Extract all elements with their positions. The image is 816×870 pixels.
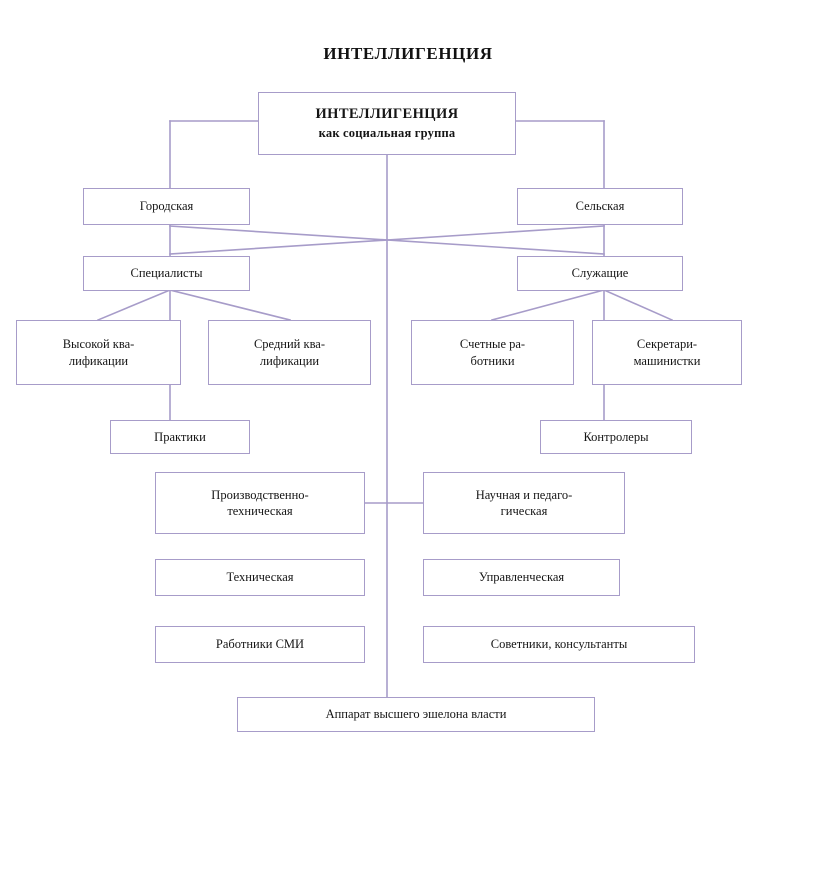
- node-practitioners: Практики: [110, 420, 250, 454]
- node-secretary-typists: Секретари- машинистки: [592, 320, 742, 385]
- node-root-line2: как социальная группа: [318, 125, 456, 140]
- node-high-qualification-line1: Высокой ква-: [62, 337, 135, 351]
- node-high-qualification-line2: лификации: [68, 353, 129, 368]
- node-accounting-workers-line2: ботники: [470, 353, 515, 368]
- node-urban-label: Городская: [139, 199, 194, 214]
- node-scientific-pedagogical: Научная и педаго- гическая: [423, 472, 625, 534]
- node-clerks-label: Служащие: [571, 266, 629, 281]
- page-title: ИНТЕЛЛИГЕНЦИЯ: [323, 44, 493, 63]
- node-scientific-pedagogical-line2: гическая: [500, 504, 548, 518]
- node-root-line1: ИНТЕЛЛИГЕНЦИЯ: [315, 106, 459, 123]
- node-accounting-workers-line1: Счетные ра-: [459, 337, 526, 351]
- node-secretary-typists-line2: машинистки: [633, 353, 701, 368]
- node-advisors-consultants: Советники, консультанты: [423, 626, 695, 663]
- node-media-workers-label: Работники СМИ: [215, 637, 305, 652]
- node-production-technical-line1: Производственно-: [211, 487, 309, 502]
- node-controllers: Контролеры: [540, 420, 692, 454]
- node-rural-label: Сельская: [575, 199, 625, 214]
- node-advisors-consultants-label: Советники, консультанты: [490, 637, 628, 652]
- node-scientific-pedagogical-line1: Научная и педаго-: [475, 487, 573, 502]
- node-technical: Техническая: [155, 559, 365, 596]
- node-practitioners-label: Практики: [154, 429, 206, 444]
- node-managerial-label: Управленческая: [478, 570, 565, 585]
- node-urban: Городская: [83, 188, 250, 225]
- node-mid-qualification-line2: лификации: [259, 353, 320, 368]
- node-top-government-apparatus-label: Аппарат высшего эшелона власти: [325, 707, 507, 722]
- node-accounting-workers: Счетные ра- ботники: [411, 320, 574, 385]
- node-production-technical: Производственно- техническая: [155, 472, 365, 534]
- node-rural: Сельская: [517, 188, 683, 225]
- node-mid-qualification: Средний ква- лификации: [208, 320, 371, 385]
- node-specialists-label: Специалисты: [130, 266, 203, 281]
- node-technical-label: Техническая: [226, 570, 294, 585]
- node-mid-qualification-line1: Средний ква-: [253, 337, 326, 351]
- node-top-government-apparatus: Аппарат высшего эшелона власти: [237, 697, 595, 732]
- node-production-technical-line2: техническая: [227, 504, 293, 518]
- node-controllers-label: Контролеры: [583, 429, 649, 444]
- node-clerks: Служащие: [517, 256, 683, 291]
- node-media-workers: Работники СМИ: [155, 626, 365, 663]
- node-specialists: Специалисты: [83, 256, 250, 291]
- node-high-qualification: Высокой ква- лификации: [16, 320, 181, 385]
- node-managerial: Управленческая: [423, 559, 620, 596]
- node-secretary-typists-line1: Секретари-: [636, 337, 698, 351]
- node-root: ИНТЕЛЛИГЕНЦИЯ как социальная группа: [258, 92, 516, 155]
